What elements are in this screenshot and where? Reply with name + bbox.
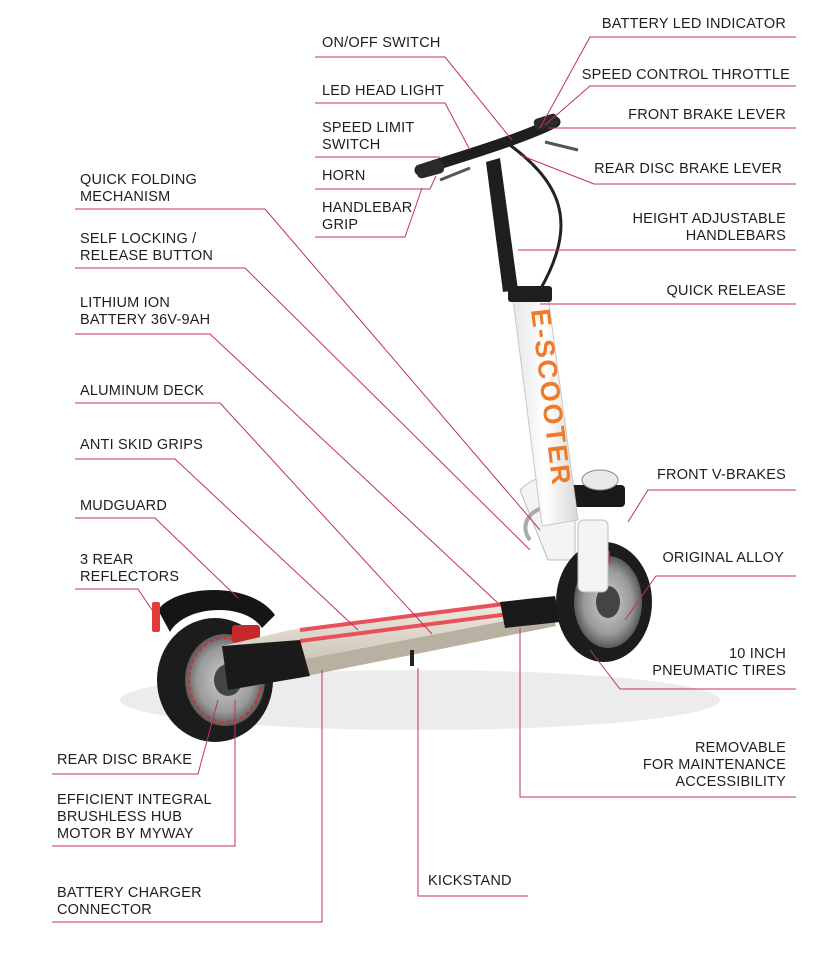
leader-rear-disc-brake (52, 699, 219, 775)
leader-charger-connector (52, 670, 323, 923)
label-rear-disc-brake: REAR DISC BRAKE (57, 752, 193, 768)
rear-mudguard (158, 590, 275, 632)
label-battery-charger-connector: BATTERY CHARGER CONNECTOR (57, 885, 202, 918)
label-anti-skid-grips: ANTI SKID GRIPS (80, 437, 204, 453)
leader-anti-skid (75, 458, 359, 631)
label-speed-limit-switch: SPEED LIMIT SWITCH (322, 120, 415, 153)
handlebar (414, 113, 579, 182)
rear-reflector (152, 602, 160, 632)
label-hub-motor: EFFICIENT INTEGRAL BRUSHLESS HUB MOTOR B… (57, 792, 212, 842)
label-battery-led-indicator: BATTERY LED INDICATOR (601, 16, 786, 32)
label-quick-folding-mechanism: QUICK FOLDING MECHANISM (80, 172, 197, 205)
label-front-brake-lever: FRONT BRAKE LEVER (628, 107, 786, 123)
label-rear-disc-brake-lever: REAR DISC BRAKE LEVER (594, 161, 782, 177)
leader-aluminum-deck (75, 402, 433, 635)
leader-rear-brake-lever (519, 154, 796, 185)
leader-rear-reflectors (75, 588, 153, 611)
label-aluminum-deck: ALUMINUM DECK (80, 383, 205, 399)
label-quick-release: QUICK RELEASE (666, 283, 786, 299)
label-lithium-ion-battery: LITHIUM ION BATTERY 36V-9AH (80, 295, 211, 328)
label-speed-control-throttle: SPEED CONTROL THROTTLE (581, 67, 790, 83)
label-height-adjustable-handlebars: HEIGHT ADJUSTABLE HANDLEBARS (632, 211, 786, 244)
leader-lithium-battery (75, 333, 501, 606)
label-original-alloy: ORIGINAL ALLOY (662, 550, 784, 566)
leader-lines (52, 36, 796, 923)
deck (222, 596, 560, 690)
leader-led-head-light (315, 102, 471, 151)
leader-battery-led (539, 36, 796, 129)
label-on-off-switch: ON/OFF SWITCH (322, 35, 441, 51)
leader-kickstand (417, 668, 528, 897)
stem: E-SCOOTER (486, 138, 579, 527)
label-rear-reflectors: 3 REAR REFLECTORS (80, 552, 180, 585)
label-pneumatic-tires: 10 INCH PNEUMATIC TIRES (652, 646, 786, 679)
label-removable-maintenance: REMOVABLE FOR MAINTENANCE ACCESSIBILITY (642, 740, 786, 790)
leader-on-off-switch (315, 56, 513, 141)
leader-original-alloy (624, 575, 796, 621)
label-self-locking-release-button: SELF LOCKING / RELEASE BUTTON (80, 231, 214, 264)
leader-pneumatic-tires (589, 649, 796, 690)
leader-mudguard (75, 517, 239, 599)
label-kickstand: KICKSTAND (428, 873, 512, 889)
leader-self-locking (75, 267, 531, 551)
leader-throttle (544, 85, 796, 126)
leader-removable (519, 628, 796, 798)
label-handlebar-grip: HANDLEBAR GRIP (322, 200, 413, 233)
leader-horn (315, 175, 437, 190)
label-mudguard: MUDGUARD (80, 498, 167, 514)
leader-quick-folding (75, 208, 541, 531)
label-led-head-light: LED HEAD LIGHT (322, 83, 445, 99)
leader-front-v-brakes (627, 489, 796, 523)
label-front-v-brakes: FRONT V-BRAKES (656, 467, 786, 483)
label-horn: HORN (322, 168, 366, 184)
leader-hub-motor (52, 700, 236, 847)
leader-handlebar-grip (315, 187, 423, 238)
front-wheel (556, 519, 652, 662)
